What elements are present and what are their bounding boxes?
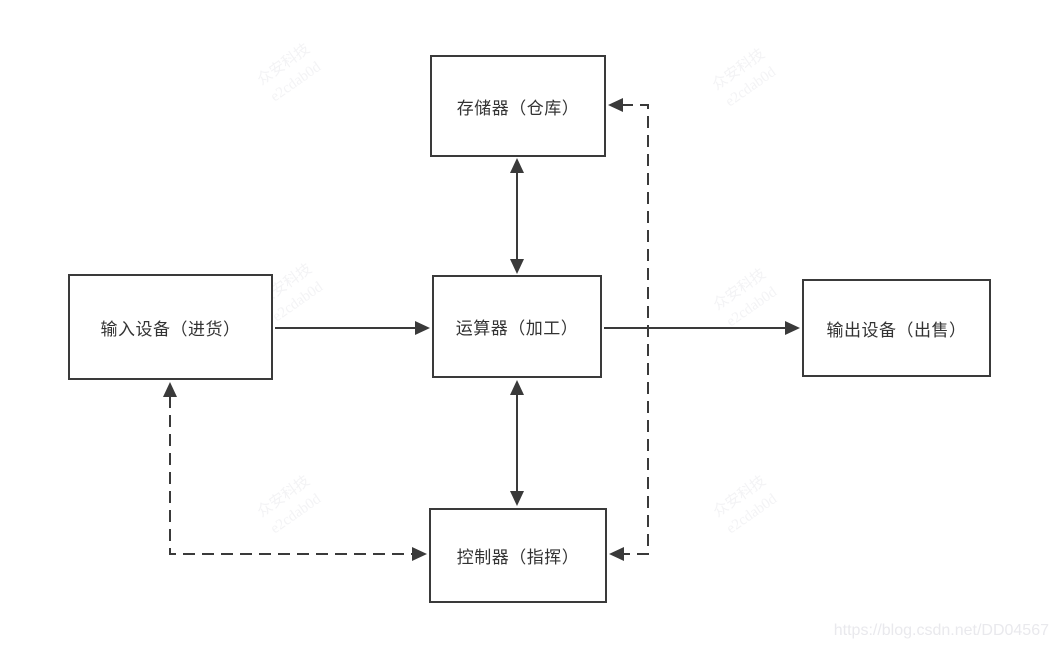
node-memory: 存储器（仓库）: [430, 55, 606, 157]
arrowhead-into-alu-left: [415, 321, 430, 335]
node-output-device: 输出设备（出售）: [802, 279, 991, 377]
node-input-device: 输入设备（进货）: [68, 274, 273, 380]
node-memory-label: 存储器（仓库）: [456, 98, 580, 118]
watermark-tile: 众安科技 e2cdab0d: [710, 472, 780, 537]
node-alu: 运算器（加工）: [432, 275, 602, 378]
arrowhead-into-output-left: [785, 321, 800, 335]
arrowhead-into-control-top: [510, 491, 524, 506]
arrowhead-into-control-right: [609, 547, 624, 561]
arrowhead-into-memory-right: [608, 98, 623, 112]
arrowhead-into-memory-bottom: [510, 158, 524, 173]
arrowhead-into-alu-bottom: [510, 380, 524, 395]
node-alu-label: 运算器（加工）: [455, 319, 579, 338]
node-controller-label: 控制器（指挥）: [456, 548, 580, 567]
node-input-device-label: 输入设备（进货）: [100, 319, 241, 339]
arrowhead-into-control-left: [412, 547, 427, 561]
watermark-url: https://blog.csdn.net/DD04567: [833, 622, 1049, 639]
edge-control-input-dashed: [169, 396, 413, 555]
arrowhead-into-input-bottom: [163, 382, 177, 397]
arrowhead-into-alu-top: [510, 259, 524, 274]
watermark-tile: 众安科技 e2cdab0d: [254, 472, 324, 537]
edge-control-memory-dashed: [621, 104, 649, 555]
node-controller: 控制器（指挥）: [429, 508, 607, 603]
node-output-device-label: 输出设备（出售）: [826, 320, 967, 340]
watermark-tile: 众安科技 e2cdab0d: [710, 265, 780, 330]
watermark-tile: 众安科技 e2cdab0d: [254, 40, 324, 105]
watermark-tile: 众安科技 e2cdab0d: [709, 45, 779, 110]
